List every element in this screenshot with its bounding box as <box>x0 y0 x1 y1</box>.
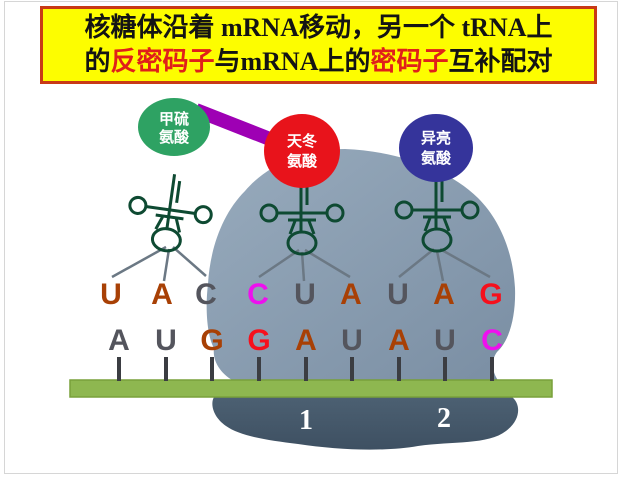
anticodon-letter: C <box>247 278 269 311</box>
anticodon-letter: U <box>294 278 316 311</box>
ribosome-small-subunit <box>212 397 519 450</box>
banner-line-1: 核糖体沿着 mRNA移动，另一个 tRNA上 <box>85 11 553 45</box>
peptide-bond <box>193 103 283 150</box>
codon-letter: A <box>388 324 410 357</box>
banner-text: 与mRNA上的 <box>214 47 371 76</box>
ribosome-large-subunit <box>206 149 516 383</box>
site-label-2: 2 <box>437 403 451 434</box>
anticodon-fan-lines <box>111 245 491 282</box>
banner-line-2: 的反密码子与mRNA上的密码子互补配对 <box>84 45 552 79</box>
banner-text: 的 <box>84 47 111 76</box>
codon-letter: G <box>200 324 224 357</box>
mrna-strand <box>69 379 553 398</box>
methionine-label: 甲硫 <box>159 110 189 128</box>
trna-departing <box>122 167 218 258</box>
isoleucine-label: 氨酸 <box>421 149 452 167</box>
anticodon-letter: U <box>100 278 122 311</box>
banner-text: 核糖体沿着 mRNA移动，另一个 tRNA上 <box>84 13 553 42</box>
anticodon-letter: G <box>479 278 503 311</box>
codon-letter: A <box>295 324 317 357</box>
codon-letter: U <box>341 324 363 357</box>
aspartate-circle <box>264 114 340 188</box>
codon-letter: U <box>434 324 456 357</box>
site-label-1: 1 <box>299 405 313 436</box>
isoleucine-circle <box>399 114 473 182</box>
codon-letter: G <box>247 324 271 357</box>
title-banner: 核糖体沿着 mRNA移动，另一个 tRNA上 的反密码子与mRNA上的密码子互补… <box>40 6 597 84</box>
anticodon-letter: A <box>151 278 173 311</box>
codon-letter: A <box>108 324 130 357</box>
banner-text: 互补配对 <box>448 47 553 76</box>
anticodon-letter: A <box>340 278 362 311</box>
banner-highlight-anticodon: 反密码子 <box>110 47 215 76</box>
methionine-circle <box>138 98 210 156</box>
aspartate-label: 氨酸 <box>287 152 318 170</box>
anticodon-letter: U <box>387 278 409 311</box>
codon-letter: U <box>155 324 177 357</box>
banner-highlight-codon: 密码子 <box>370 47 449 76</box>
codon-ticks <box>117 357 494 381</box>
anticodon-letter: A <box>433 278 455 311</box>
anticodon-letter: C <box>195 278 217 311</box>
isoleucine-label: 异亮 <box>421 129 451 147</box>
codon-letter: C <box>481 324 503 357</box>
aspartate-label: 天冬 <box>287 132 317 150</box>
methionine-label: 氨酸 <box>159 128 190 146</box>
